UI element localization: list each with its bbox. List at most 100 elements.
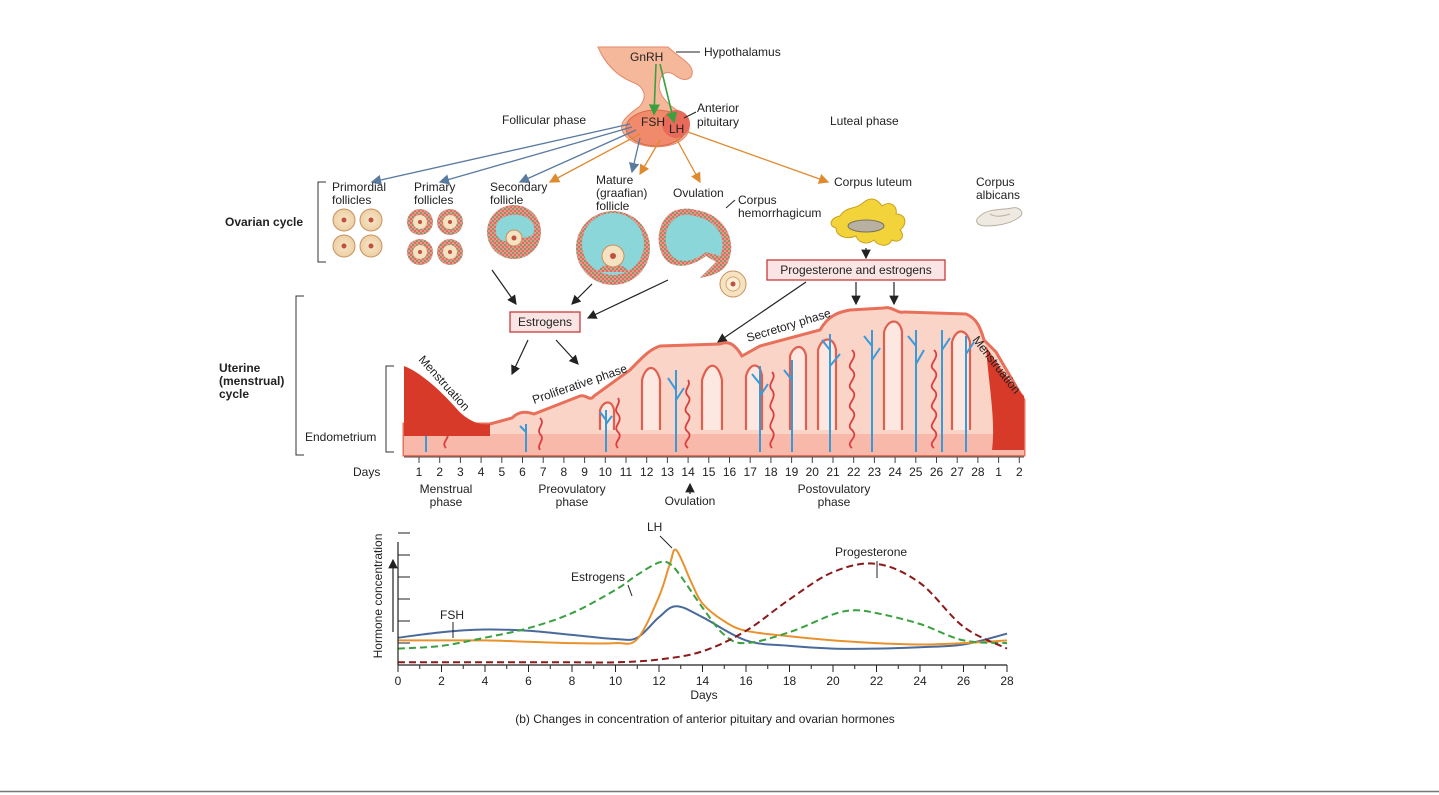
mature-label-3: follicle [596, 199, 630, 213]
day-tick-label: 2 [436, 465, 443, 479]
endometrium-label: Endometrium [305, 430, 376, 444]
x-tick-label: 8 [569, 674, 576, 688]
hormone-arrows [370, 123, 830, 186]
day-tick-label: 10 [599, 465, 613, 479]
postovulatory-phase-label-1: Postovulatory [798, 482, 871, 496]
day-tick-label: 26 [930, 465, 944, 479]
mature-label-2: (graafian) [596, 186, 647, 200]
day-tick-label: 5 [498, 465, 505, 479]
progesterone-box-label: Progesterone and estrogens [780, 263, 931, 277]
luteal-phase-label: Luteal phase [830, 114, 899, 128]
day-tick-label: 22 [847, 465, 861, 479]
fsh-label: FSH [641, 115, 665, 129]
series-line-fsh [397, 605, 1008, 650]
primary-label-2: follicles [414, 193, 453, 207]
day-tick-label: 18 [764, 465, 778, 479]
x-axis-label: Days [690, 688, 717, 702]
uterine-title-2: (menstrual) [219, 374, 284, 388]
day-tick-label: 4 [478, 465, 485, 479]
day-tick-label: 17 [744, 465, 758, 479]
anterior-pituitary-label-1: Anterior [697, 101, 739, 115]
estrogens-series-label: Estrogens [571, 570, 625, 584]
lh-label: LH [669, 122, 684, 136]
day-tick-label: 20 [806, 465, 820, 479]
ovarian-cycle: Ovarian cycle Primordial follicles Prima… [225, 173, 1023, 376]
day-tick-label: 7 [540, 465, 547, 479]
corpus-hem-label-1: Corpus [738, 193, 777, 207]
x-tick-label: 6 [525, 674, 532, 688]
day-tick-label: 19 [785, 465, 799, 479]
x-tick-label: 24 [913, 674, 927, 688]
x-tick-label: 16 [739, 674, 753, 688]
day-tick-label: 1 [995, 465, 1002, 479]
fsh-series-label: FSH [440, 608, 464, 622]
uterine-glands [598, 320, 972, 430]
corpus-albicans-label-1: Corpus [976, 175, 1015, 189]
x-tick-label: 28 [1000, 674, 1014, 688]
x-tick-label: 18 [783, 674, 797, 688]
progesterone-box: Progesterone and estrogens [766, 259, 946, 281]
menstrual-phase-label-2: phase [430, 495, 463, 509]
corpus-hem-label-2: hemorrhagicum [738, 206, 821, 220]
days-label: Days [353, 465, 380, 479]
preovulatory-phase-label-1: Preovulatory [538, 482, 605, 496]
x-tick-label: 26 [957, 674, 971, 688]
day-tick-label: 12 [640, 465, 654, 479]
estrogens-box-label: Estrogens [518, 315, 572, 329]
ovulation-label: Ovulation [673, 186, 724, 200]
x-tick-label: 10 [609, 674, 623, 688]
day-tick-label: 8 [561, 465, 568, 479]
hypothalamus-pituitary: GnRH Hypothalamus FSH LH Anterior pituit… [502, 45, 899, 148]
day-tick-label: 21 [826, 465, 840, 479]
y-axis-label: Hormone concentration [371, 534, 385, 659]
day-tick-label: 25 [909, 465, 923, 479]
corpus-albicans-label-2: albicans [976, 188, 1020, 202]
x-tick-label: 20 [826, 674, 840, 688]
series-line-progesterone [398, 562, 1008, 664]
hormone-series [397, 548, 1008, 664]
day-tick-label: 9 [581, 465, 588, 479]
uterine-cycle: Uterine (menstrual) cycle Endometrium [219, 295, 1026, 457]
spiral-arteries [443, 349, 938, 451]
series-line-estrogens [397, 560, 1008, 650]
mature-label-1: Mature [596, 173, 634, 187]
uterine-title-1: Uterine [219, 361, 261, 375]
day-tick-label: 27 [951, 465, 965, 479]
primordial-label-2: follicles [332, 193, 371, 207]
day-tick-label: 28 [971, 465, 985, 479]
day-tick-label: 2 [1016, 465, 1023, 479]
corpus-albicans [976, 207, 1023, 227]
secondary-label-2: follicle [490, 193, 524, 207]
preovulatory-phase-label-2: phase [556, 495, 589, 509]
uterine-title-3: cycle [219, 387, 249, 401]
day-tick-label: 16 [723, 465, 737, 479]
hypothalamus-label: Hypothalamus [704, 45, 781, 59]
menstrual-phase-label-1: Menstrual [420, 482, 473, 496]
ovarian-cycle-title: Ovarian cycle [225, 215, 303, 229]
day-tick-label: 15 [702, 465, 716, 479]
primordial-label-1: Primordial [332, 180, 386, 194]
x-tick-label: 22 [870, 674, 884, 688]
chart-caption: (b) Changes in concentration of anterior… [515, 712, 895, 726]
x-tick-label: 0 [395, 674, 402, 688]
ovulating-follicle [658, 208, 747, 298]
lh-series-label: LH [647, 520, 662, 534]
secondary-label-1: Secondary [490, 180, 547, 194]
day-tick-label: 23 [868, 465, 882, 479]
black-arrows [491, 269, 899, 376]
day-tick-label: 13 [661, 465, 675, 479]
estrogens-box: Estrogens [509, 311, 581, 333]
progesterone-series-label: Progesterone [835, 545, 907, 559]
follicular-phase-label: Follicular phase [502, 113, 586, 127]
series-line-lh [397, 548, 1008, 646]
day-tick-label: 24 [888, 465, 902, 479]
mature-follicle [576, 211, 650, 285]
x-tick-label: 12 [652, 674, 666, 688]
corpus-luteum-label: Corpus luteum [834, 175, 912, 189]
x-tick-label: 14 [696, 674, 710, 688]
primary-follicles [407, 209, 463, 265]
